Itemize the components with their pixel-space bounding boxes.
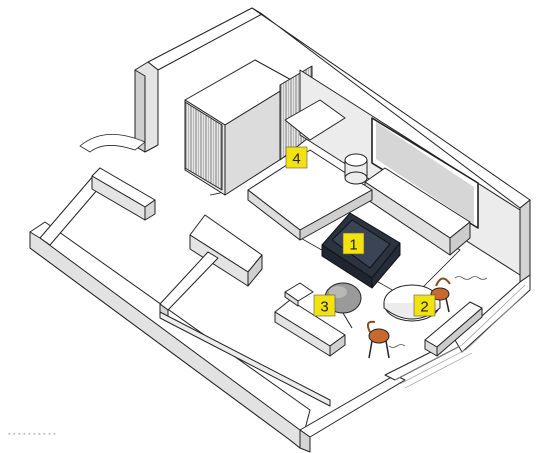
window-strip	[394, 284, 529, 389]
ottoman	[284, 282, 314, 307]
marker-3: 3	[313, 294, 336, 317]
bed	[247, 99, 373, 241]
window-bench	[424, 301, 483, 357]
interior-walls	[39, 167, 346, 407]
marker-4: 4	[285, 146, 308, 169]
tv-cabinet	[364, 167, 471, 256]
marker-2-label: 2	[420, 299, 428, 316]
wardrobe-unit	[184, 59, 313, 196]
marker-1: 1	[342, 232, 365, 255]
side-stool	[344, 153, 368, 185]
marker-4-label: 4	[292, 151, 300, 168]
marker-3-label: 3	[320, 299, 328, 316]
watermark: ▪ ▪ ▪ ▪ ▪ ▪ ▪ ▪ ▪ ▪	[8, 431, 57, 438]
marker-1-label: 1	[349, 237, 357, 254]
exterior-walls	[29, 7, 531, 453]
markers: 1 2 3 4	[285, 146, 436, 317]
marker-2: 2	[413, 294, 436, 317]
chair-front	[366, 320, 406, 359]
